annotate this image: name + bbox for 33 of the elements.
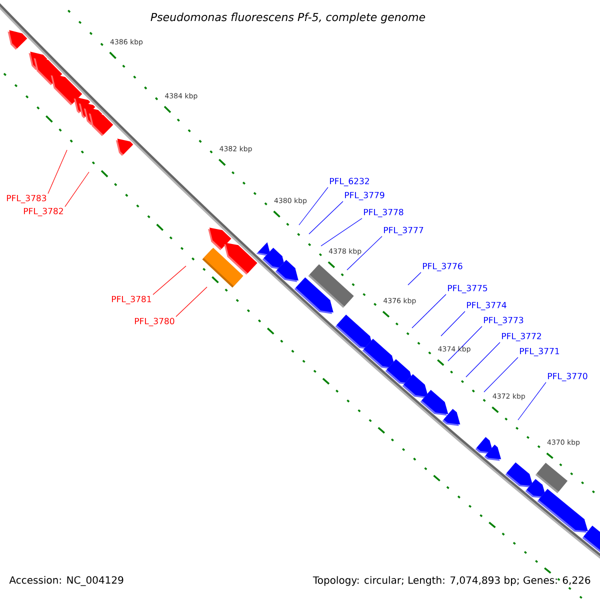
leader-line xyxy=(484,357,518,392)
gene-label: PFL_3775 xyxy=(448,284,488,294)
leader-line xyxy=(48,150,68,194)
genome-info-text: Topology: circular; Length: 7,074,893 bp; Genes: 6,226 xyxy=(312,576,590,586)
gene-label: PFL_3774 xyxy=(467,302,506,310)
gene-label: PFL_3782 xyxy=(24,208,63,216)
gene-label: PFL_3772 xyxy=(502,332,541,342)
gene-label: PFL_3776 xyxy=(423,262,462,272)
leader-line xyxy=(448,326,482,362)
leader-line xyxy=(440,311,466,336)
title: Pseudomonas fluorescens Pf-5, complete genome xyxy=(150,12,426,24)
gene-label: PFL_3781 xyxy=(112,296,151,304)
leader-line xyxy=(412,294,446,328)
gene-label: PFL_6232 xyxy=(330,178,369,186)
gene-label: PFL_3773 xyxy=(484,316,524,326)
leader-line xyxy=(346,236,382,270)
leader-line xyxy=(64,172,90,207)
leader-line xyxy=(176,286,208,317)
accession-text: Accession: NC_004129 xyxy=(9,576,124,586)
leader-line xyxy=(308,201,344,234)
gene-label: PFL_3771 xyxy=(520,348,560,356)
leader-line xyxy=(298,187,328,226)
gene-label: PFL_3770 xyxy=(548,372,588,382)
leader-line xyxy=(408,272,422,286)
gene-label: PFL_3777 xyxy=(384,226,424,236)
leader-line xyxy=(152,266,186,295)
leader-line xyxy=(518,382,546,420)
leader-line xyxy=(320,218,362,246)
gene-label: PFL_3779 xyxy=(345,192,384,200)
gene-label: PFL_3780 xyxy=(135,318,174,326)
gene-label: PFL_3778 xyxy=(364,208,404,218)
leader-line xyxy=(466,342,500,378)
gene-label: PFL_3783 xyxy=(7,194,46,204)
